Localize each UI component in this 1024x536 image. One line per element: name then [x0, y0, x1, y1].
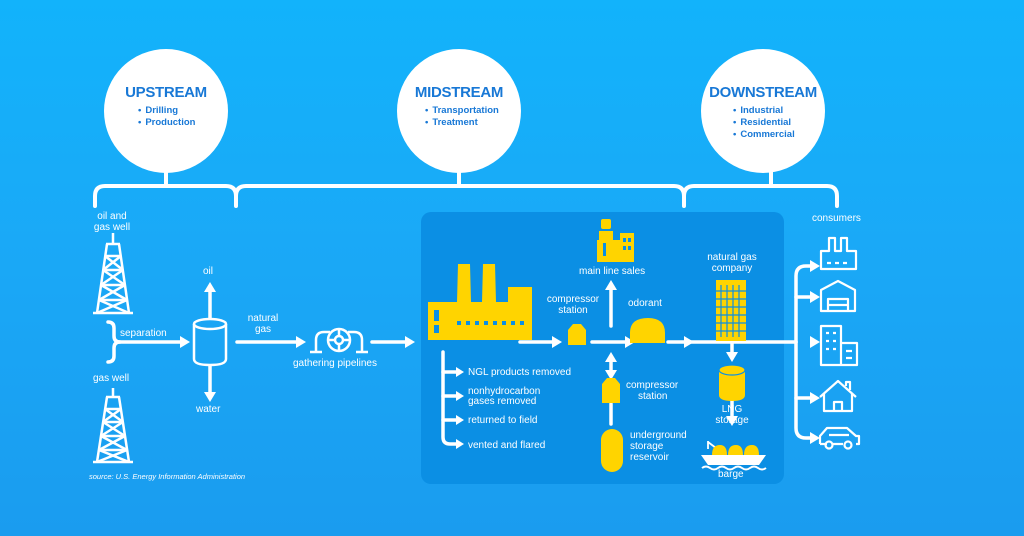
bracket-midstream — [234, 184, 686, 208]
ngl-label: NGL products removed — [468, 367, 572, 378]
label-line: LNG — [721, 404, 743, 415]
upstream-item: Production — [138, 117, 195, 129]
warehouse-icon — [819, 279, 857, 313]
natural-gas-company-icon — [716, 280, 746, 341]
consumers-label: consumers — [812, 213, 861, 224]
returned-to-field-label: returned to field — [468, 415, 538, 426]
label-line: storage — [630, 441, 664, 452]
gathering-pipelines-label: gathering pipelines — [293, 358, 377, 369]
oil-label: oil — [203, 266, 214, 277]
midstream-item: Treatment — [425, 117, 499, 129]
industrial-consumer-icon — [819, 236, 858, 271]
downstream-item: Industrial — [733, 105, 795, 117]
main-line-sales-icon — [597, 219, 634, 262]
label-line: compressor — [626, 380, 679, 391]
label-line: storage — [715, 415, 749, 426]
office-buildings-icon — [819, 324, 859, 367]
water-label: water — [196, 404, 221, 415]
label-line: station — [558, 305, 588, 316]
downstream-list: Industrial Residential Commercial — [733, 105, 795, 141]
natural-gas-company-label: natural gas company — [696, 252, 768, 274]
lng-storage-label: LNG storage — [706, 404, 758, 426]
label-line: reservoir — [630, 452, 669, 463]
midstream-title: MIDSTREAM — [414, 84, 504, 101]
midstream-list: Transportation Treatment — [425, 105, 499, 129]
label-line: company — [711, 263, 753, 274]
processing-plant-icon — [428, 264, 532, 340]
downstream-title: DOWNSTREAM — [709, 84, 817, 101]
label-line: underground — [630, 430, 687, 441]
gas-well-icon — [93, 388, 133, 464]
label-line: gas well — [93, 222, 131, 233]
house-icon — [819, 379, 857, 413]
label-line: natural gas — [707, 252, 757, 263]
label-line: natural — [247, 313, 279, 324]
label-line: nonhydrocarbon — [468, 386, 541, 397]
label-line: compressor — [546, 294, 600, 305]
main-line-sales-label: main line sales — [579, 266, 646, 277]
upstream-title: UPSTREAM — [125, 84, 207, 101]
midstream-item: Transportation — [425, 105, 499, 117]
source-note: source: U.S. Energy Information Administ… — [89, 472, 246, 481]
downstream-item: Residential — [733, 117, 795, 129]
upstream-list: Drilling Production — [138, 105, 195, 129]
odorant-tank-icon — [630, 318, 665, 343]
upstream-circle: UPSTREAM Drilling Production — [104, 49, 228, 173]
midstream-circle: MIDSTREAM Transportation Treatment — [397, 49, 521, 173]
odorant-label: odorant — [628, 298, 662, 309]
underground-storage-icon — [601, 429, 623, 472]
gas-well-label: gas well — [93, 373, 130, 384]
label-line: station — [638, 391, 668, 402]
lng-storage-icon — [718, 364, 746, 401]
bracket-upstream — [93, 184, 238, 208]
car-icon — [818, 426, 861, 450]
bracket-downstream — [682, 184, 839, 208]
oil-gas-well-label: oil and gas well — [80, 211, 144, 233]
nonhydrocarbon-label: nonhydrocarbon gases removed — [468, 387, 540, 407]
label-line: oil and — [97, 211, 127, 222]
midstream-panel — [421, 212, 784, 484]
separator-tank-icon — [192, 317, 228, 367]
downstream-item: Commercial — [733, 129, 794, 141]
label-line: gas — [254, 324, 272, 335]
compressor-station-icon — [568, 324, 586, 345]
natural-gas-label: natural gas — [241, 313, 285, 335]
oil-gas-well-icon — [93, 233, 133, 315]
compressor-station-label: compressor station — [543, 294, 603, 316]
compressor-station-2-icon — [602, 378, 620, 403]
gathering-pipelines-icon — [310, 327, 368, 354]
underground-storage-label: underground storage reservoir — [630, 430, 687, 463]
downstream-circle: DOWNSTREAM Industrial Residential Commer… — [701, 49, 825, 173]
separation-label: separation — [120, 328, 167, 339]
upstream-item: Drilling — [138, 105, 195, 117]
barge-icon — [701, 441, 767, 471]
vented-flared-label: vented and flared — [468, 440, 546, 451]
barge-label: barge — [718, 469, 744, 480]
label-line: gases removed — [468, 396, 537, 407]
compressor-station-2-label: compressor station — [626, 380, 678, 402]
